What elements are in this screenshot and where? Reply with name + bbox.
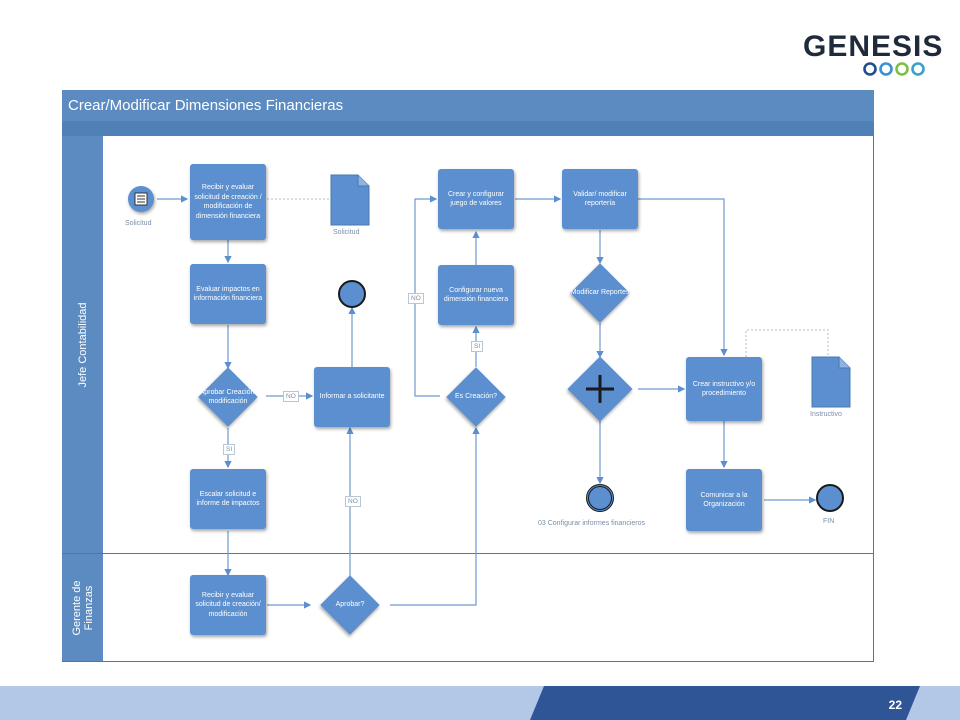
doc-instructivo-label: Instructivo [810, 411, 842, 418]
document-icon [811, 356, 851, 408]
title-sub-band [62, 121, 874, 136]
condition-si-aprobar: SI [223, 444, 236, 455]
end-label: FIN [823, 518, 835, 525]
subprocess-label: 03 Configurar informes financieros [538, 520, 645, 527]
logo-rings-icon [863, 62, 925, 76]
lane-label-gerente: Gerente de Finanzas [62, 554, 103, 661]
gateway-es-creacion[interactable]: Es Creación? [440, 367, 512, 427]
page-number: 22 [888, 698, 902, 712]
condition-no-aprobar: NO [283, 391, 299, 402]
task-informar-solicitante[interactable]: Informar a solicitante [314, 367, 390, 427]
gateway-aprobar[interactable]: Aprobar? [314, 575, 386, 635]
plus-icon [586, 375, 614, 403]
gateway-modificar-reportes[interactable]: Modificar Reportes [564, 263, 636, 323]
lane-separator [62, 553, 874, 554]
task-gerente-recibir[interactable]: Recibir y evaluar solicitud de creación/… [190, 575, 266, 635]
gateway-aprobar-creacion[interactable]: Aprobar Creación/ modificación [192, 367, 264, 427]
parallel-gateway[interactable] [562, 356, 638, 422]
gateway-aprobar-creacion-label: Aprobar Creación/ modificación [199, 388, 257, 406]
task-validar-reporteria[interactable]: Validar/ modificar reportería [562, 169, 638, 229]
task-evaluar-impactos[interactable]: Evaluar impactos en información financie… [190, 264, 266, 324]
condition-si-creacion: SI [471, 341, 484, 352]
logo-text: GENESIS [803, 30, 944, 63]
task-escalar-solicitud[interactable]: Escalar solicitud e informe de impactos [190, 469, 266, 529]
gateway-aprobar-label: Aprobar? [335, 601, 365, 609]
footer-accent [530, 686, 920, 720]
condition-no-creacion: NO [408, 293, 424, 304]
condition-no-gerente: NO [345, 496, 361, 507]
end-event-rechazo[interactable] [338, 280, 366, 308]
gateway-modificar-reportes-label: Modificar Reportes [570, 289, 630, 297]
message-list-icon [134, 192, 148, 206]
start-event[interactable] [128, 186, 154, 212]
task-crear-juego-valores[interactable]: Crear y configurar juego de valores [438, 169, 514, 229]
document-icon [330, 174, 370, 226]
task-recibir-evaluar[interactable]: Recibir y evaluar solicitud de creación … [190, 164, 266, 240]
diagram-title: Crear/Modificar Dimensiones Financieras [62, 90, 874, 121]
task-configurar-dimension[interactable]: Configurar nueva dimensión financiera [438, 265, 514, 325]
intermediate-event-subprocess[interactable] [586, 484, 614, 512]
lane-label-jefe: Jefe Contabilidad [62, 136, 103, 553]
doc-solicitud-label: Solicitud [333, 229, 360, 236]
end-event-fin[interactable] [816, 484, 844, 512]
task-comunicar-organizacion[interactable]: Comunicar a la Organización [686, 469, 762, 531]
gateway-es-creacion-label: Es Creación? [454, 393, 498, 401]
start-label: Solicitud [125, 220, 152, 227]
task-crear-instructivo[interactable]: Crear instructivo y/o procedimiento [686, 357, 762, 421]
